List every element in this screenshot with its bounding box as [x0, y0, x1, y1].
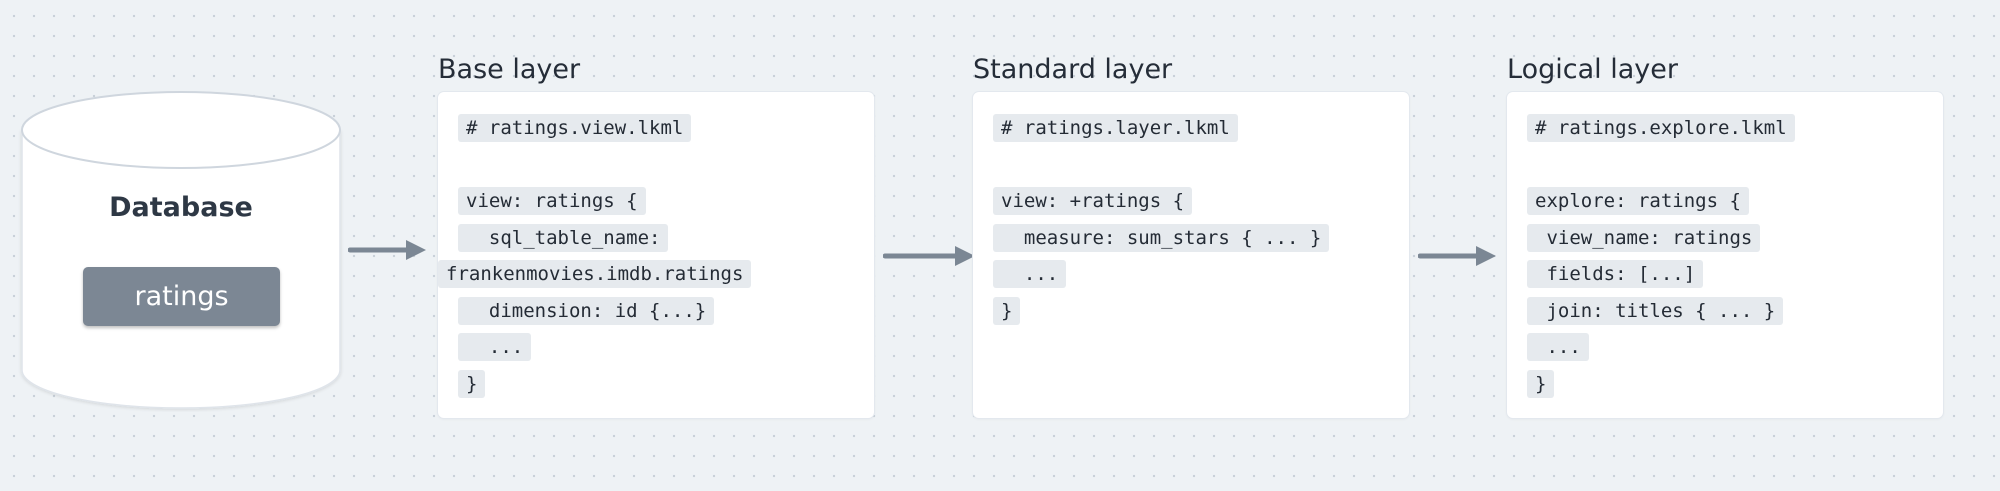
code-text: sql_table_name: [458, 223, 669, 252]
code-text: view: +ratings { [993, 187, 1193, 215]
ratings-table-chip: ratings [83, 267, 280, 326]
code-line: # ratings.layer.lkml [993, 114, 1329, 151]
code-line: explore: ratings { [1527, 187, 1795, 224]
code-line: } [1527, 369, 1795, 407]
code-text: ... [993, 260, 1067, 288]
code-line: frankenmovies.imdb.ratings [438, 260, 752, 297]
code-line: # ratings.view.lkml [458, 114, 751, 151]
code-line: } [993, 296, 1329, 334]
code-line: } [458, 369, 751, 407]
code-line: view: +ratings { [993, 187, 1329, 224]
database-cylinder-icon [21, 91, 341, 409]
standard-layer-title: Standard layer [973, 54, 1173, 85]
code-text: # ratings.explore.lkml [1527, 114, 1795, 142]
code-text: } [458, 369, 486, 398]
code-line [993, 151, 1329, 188]
base-layer-card: # ratings.view.lkml view: ratings { sql_… [438, 92, 874, 418]
code-text: frankenmovies.imdb.ratings [438, 260, 752, 288]
code-text: dimension: id {...} [458, 296, 715, 325]
code-text: view_name: ratings [1527, 223, 1761, 252]
code-line: measure: sum_stars { ... } [993, 223, 1330, 261]
code-text: ... [458, 333, 532, 361]
code-text: } [993, 296, 1021, 325]
arrow-right-icon [883, 246, 975, 266]
code-line: join: titles { ... } [1527, 296, 1795, 334]
code-text: # ratings.layer.lkml [993, 114, 1238, 142]
code-line: # ratings.explore.lkml [1527, 114, 1795, 151]
code-line: dimension: id {...} [458, 296, 751, 334]
code-line [458, 151, 751, 188]
code-text: join: titles { ... } [1527, 296, 1784, 325]
arrow-right-icon [348, 240, 426, 260]
code-line: ... [993, 260, 1329, 297]
code-line: ... [1527, 333, 1795, 370]
code-text: measure: sum_stars { ... } [993, 223, 1330, 252]
code-block: # ratings.explore.lkml explore: ratings … [1527, 114, 1795, 406]
code-line [1527, 151, 1795, 188]
code-line: view_name: ratings [1527, 223, 1795, 261]
database-label: Database [109, 192, 253, 223]
logical-layer-title: Logical layer [1507, 54, 1678, 85]
code-block: # ratings.view.lkml view: ratings { sql_… [438, 114, 752, 407]
logical-layer-card: # ratings.explore.lkml explore: ratings … [1507, 92, 1943, 418]
base-layer-title: Base layer [438, 54, 581, 85]
code-text: fields: [...] [1527, 260, 1704, 288]
code-line: sql_table_name: [458, 223, 751, 261]
code-line: ... [458, 333, 751, 370]
standard-layer-card: # ratings.layer.lkml view: +ratings { me… [973, 92, 1409, 418]
code-block: # ratings.layer.lkml view: +ratings { me… [993, 114, 1330, 334]
code-text: # ratings.view.lkml [458, 114, 692, 142]
code-text: ... [1527, 333, 1589, 361]
arrow-right-icon [1418, 246, 1496, 266]
code-line: fields: [...] [1527, 260, 1795, 297]
code-text: view: ratings { [458, 187, 646, 215]
code-text: explore: ratings { [1527, 187, 1749, 215]
code-line: view: ratings { [458, 187, 751, 224]
code-text: } [1527, 369, 1555, 398]
